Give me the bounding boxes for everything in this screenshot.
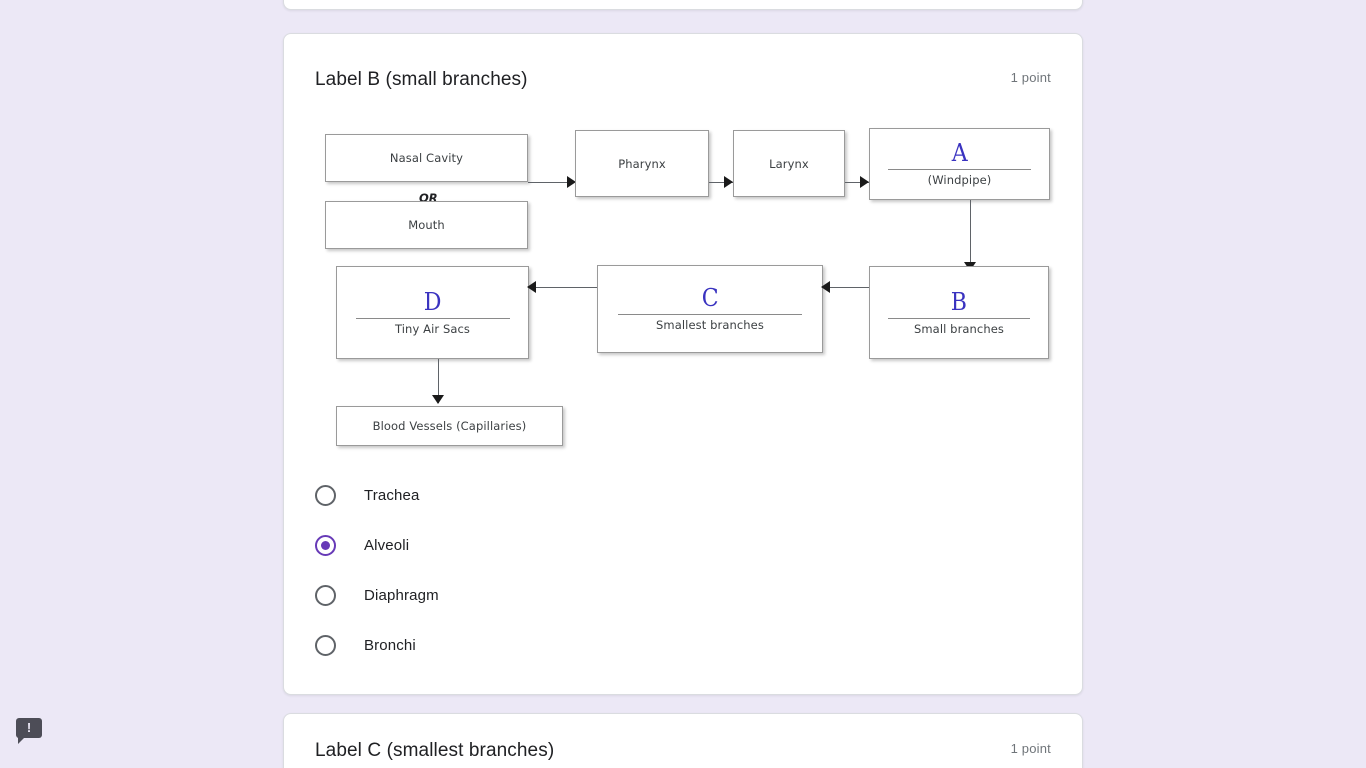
page-title: Label B (small branches) — [315, 69, 528, 90]
next-points-badge: 1 point — [1010, 741, 1051, 756]
arrowhead-nasal-to-pharynx — [567, 176, 576, 188]
nasal-cavity-label: Nasal Cavity — [389, 151, 464, 165]
diagram-node-pharynx: Pharynx — [575, 130, 709, 197]
feedback-bubble-tail — [18, 737, 25, 744]
diagram-node-small-branches: B Small branches — [869, 266, 1049, 359]
small-branches-answer-line — [887, 317, 1031, 319]
next-page-title: Label C (smallest branches) — [315, 740, 555, 761]
option-row-alveoli[interactable]: Alveoli — [314, 520, 439, 570]
small-branches-label: Small branches — [913, 321, 1005, 336]
smallest-branches-label: Smallest branches — [656, 318, 764, 332]
larynx-label: Larynx — [769, 156, 809, 171]
option-row-diaphragm[interactable]: Diaphragm — [314, 570, 439, 620]
points-badge: 1 point — [1010, 70, 1051, 85]
option-label-trachea: Trachea — [364, 486, 420, 504]
next-question-card: Label C (smallest branches) 1 point — [283, 713, 1083, 768]
arrowhead-smallest-to-tiny-air-sacs — [527, 281, 536, 293]
radio-alveoli[interactable] — [315, 534, 336, 556]
diagram-node-nasal-cavity: Nasal Cavity — [325, 134, 528, 182]
option-label-bronchi: Bronchi — [364, 636, 416, 654]
mouth-label: Mouth — [408, 218, 445, 232]
tiny-air-sacs-handwritten-glyph: D — [423, 287, 442, 316]
arrowhead-tiny-air-sacs-to-blood-vessels — [432, 395, 444, 404]
diagram-node-tiny-air-sacs: D Tiny Air Sacs — [336, 266, 529, 359]
pharynx-label: Pharynx — [618, 156, 666, 171]
radio-diaphragm[interactable] — [315, 584, 336, 606]
question-header: Label B (small branches) 1 point — [315, 66, 1051, 96]
diagram-node-smallest-branches: C Smallest branches — [597, 265, 823, 353]
feedback-exclamation: ! — [26, 720, 32, 735]
windpipe-label: (Windpipe) — [927, 173, 992, 187]
windpipe-answer-line — [887, 169, 1032, 170]
tiny-air-sacs-answer-line — [355, 317, 510, 319]
smallest-branches-answer-line — [618, 314, 802, 315]
smallest-branches-handwritten-glyph: C — [701, 284, 719, 312]
feedback-bubble-shape — [16, 718, 42, 738]
option-label-diaphragm: Diaphragm — [364, 586, 439, 604]
diagram-node-windpipe: A (Windpipe) — [869, 128, 1050, 200]
previous-question-card — [283, 0, 1083, 10]
radio-trachea[interactable] — [315, 484, 336, 506]
small-branches-content: B Small branches — [870, 290, 1048, 336]
arrowhead-larynx-to-windpipe — [860, 176, 869, 188]
option-row-trachea[interactable]: Trachea — [314, 470, 439, 520]
connector-small-to-smallest-branches — [830, 287, 872, 288]
diagram-node-blood-vessels: Blood Vessels (Capillaries) — [336, 406, 563, 446]
tiny-air-sacs-content: D Tiny Air Sacs — [337, 290, 528, 336]
small-branches-handwritten-glyph: B — [950, 287, 968, 316]
diagram-node-mouth: Mouth — [325, 201, 528, 249]
connector-smallest-to-tiny-air-sacs — [536, 287, 598, 288]
diagram-node-larynx: Larynx — [733, 130, 845, 197]
option-row-bronchi[interactable]: Bronchi — [314, 620, 439, 670]
blood-vessels-label: Blood Vessels (Capillaries) — [372, 419, 527, 433]
arrowhead-pharynx-to-larynx — [724, 176, 733, 188]
connector-larynx-to-windpipe — [845, 182, 870, 183]
respiratory-system-diagram: Nasal Cavity OR Mouth Pharynx Larynx A (… — [314, 115, 1074, 460]
radio-bronchi[interactable] — [315, 634, 336, 656]
next-question-header: Label C (smallest branches) 1 point — [315, 737, 1051, 767]
report-feedback-icon[interactable]: ! — [16, 718, 44, 744]
answer-options-group: Trachea Alveoli Diaphragm Bronchi — [314, 470, 439, 670]
connector-tiny-air-sacs-to-blood-vessels — [438, 359, 439, 403]
windpipe-handwritten-glyph: A — [951, 139, 968, 167]
smallest-branches-content: C Smallest branches — [598, 286, 822, 332]
connector-pharynx-to-larynx — [709, 182, 734, 183]
connector-nasal-to-pharynx — [528, 182, 574, 183]
windpipe-content: A (Windpipe) — [870, 141, 1049, 187]
tiny-air-sacs-label: Tiny Air Sacs — [394, 321, 471, 336]
arrowhead-small-to-smallest-branches — [821, 281, 830, 293]
option-label-alveoli: Alveoli — [364, 536, 410, 554]
connector-windpipe-to-small-branches — [970, 200, 971, 265]
